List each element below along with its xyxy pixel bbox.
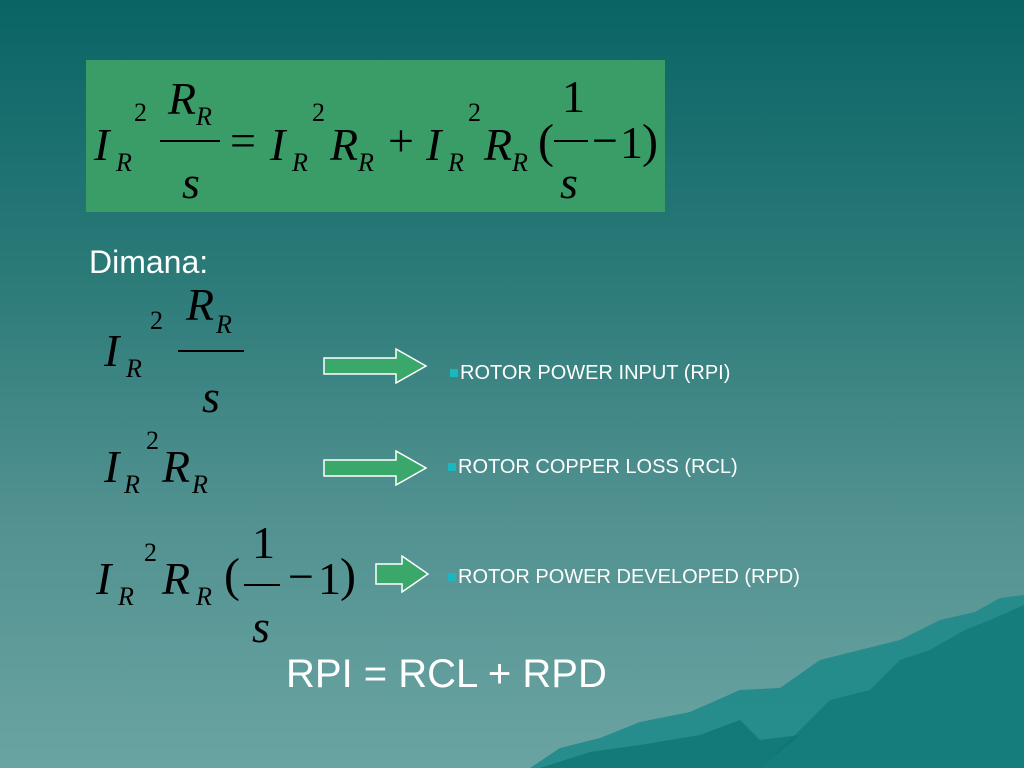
- eq-sup-2-2: 2: [312, 98, 325, 127]
- right-arrow-icon: [323, 348, 428, 384]
- f3-minus: −: [288, 551, 314, 602]
- f1-fraction-bar: [178, 350, 244, 352]
- eq-R-sub-3: R: [512, 148, 528, 177]
- f1-R: R: [186, 279, 215, 330]
- eq-plus: +: [388, 115, 414, 166]
- eq-I-2: I: [270, 119, 286, 170]
- eq-one-num: 1: [562, 71, 585, 122]
- eq-s-1: s: [182, 157, 200, 208]
- eq-open-paren: (: [538, 115, 554, 168]
- eq-s-2: s: [560, 157, 578, 208]
- eq-Rnum-sub-1: R: [196, 102, 212, 131]
- eq-one: 1: [620, 117, 643, 168]
- eq-minus: −: [592, 115, 618, 166]
- f1-R-sub: R: [216, 310, 232, 339]
- f3-sub-R: R: [118, 582, 134, 611]
- right-arrow-icon: [323, 450, 428, 486]
- eq-R-2: R: [330, 119, 359, 170]
- f3-open-paren: (: [224, 549, 240, 602]
- f2-R-sub: R: [192, 470, 208, 499]
- eq-sup-2-3: 2: [468, 98, 481, 127]
- f2-I: I: [104, 441, 120, 492]
- bullet-icon: [450, 369, 458, 377]
- eq-R-sub-2: R: [358, 148, 374, 177]
- f3-sup-2: 2: [144, 538, 157, 567]
- f3-I: I: [96, 553, 112, 604]
- label-rcl: ROTOR COPPER LOSS (RCL): [448, 456, 738, 479]
- fraction-bar-2: [554, 140, 588, 142]
- f2-sub-R: R: [124, 470, 140, 499]
- eq-Rnum-1: R: [168, 73, 197, 124]
- f3-one-num: 1: [252, 517, 275, 568]
- eq-sub-R-1: R: [116, 148, 132, 177]
- dimana-label: Dimana:: [89, 244, 209, 280]
- summary-equation: RPI = RCL + RPD: [286, 652, 607, 696]
- eq-sup-2-1: 2: [134, 98, 147, 127]
- f3-R: R: [162, 553, 191, 604]
- label-rpd: ROTOR POWER DEVELOPED (RPD): [448, 566, 800, 589]
- main-equation-box: I R 2 R R s = I R 2 R R + I R 2 R R ( 1 …: [86, 60, 665, 212]
- bullet-icon: [448, 463, 456, 471]
- f3-s: s: [252, 601, 270, 652]
- eq-R-3: R: [484, 119, 513, 170]
- f3-one: 1: [318, 553, 341, 604]
- f2-sup-2: 2: [146, 426, 159, 455]
- eq-I-1: I: [94, 119, 110, 170]
- f1-s: s: [202, 371, 220, 422]
- eq-sub-R-3: R: [448, 148, 464, 177]
- bullet-icon: [448, 573, 456, 581]
- f3-fraction-bar: [244, 584, 280, 586]
- label-rpd-text: ROTOR POWER DEVELOPED (RPD): [458, 566, 800, 588]
- f3-close-paren: ): [340, 549, 356, 602]
- f3-R-sub: R: [196, 582, 212, 611]
- eq-close-paren: ): [642, 115, 658, 168]
- label-rpi: ROTOR POWER INPUT (RPI): [450, 362, 730, 385]
- f1-sub-R: R: [126, 354, 142, 383]
- f1-I: I: [104, 325, 120, 376]
- label-rpi-text: ROTOR POWER INPUT (RPI): [460, 362, 731, 384]
- f2-R: R: [162, 441, 191, 492]
- fraction-bar-1: [160, 140, 220, 142]
- f1-sup-2: 2: [150, 306, 163, 335]
- right-arrow-icon: [375, 555, 430, 593]
- label-rcl-text: ROTOR COPPER LOSS (RCL): [458, 456, 738, 478]
- eq-sub-R-2: R: [292, 148, 308, 177]
- eq-I-3: I: [426, 119, 442, 170]
- eq-equals: =: [230, 115, 256, 166]
